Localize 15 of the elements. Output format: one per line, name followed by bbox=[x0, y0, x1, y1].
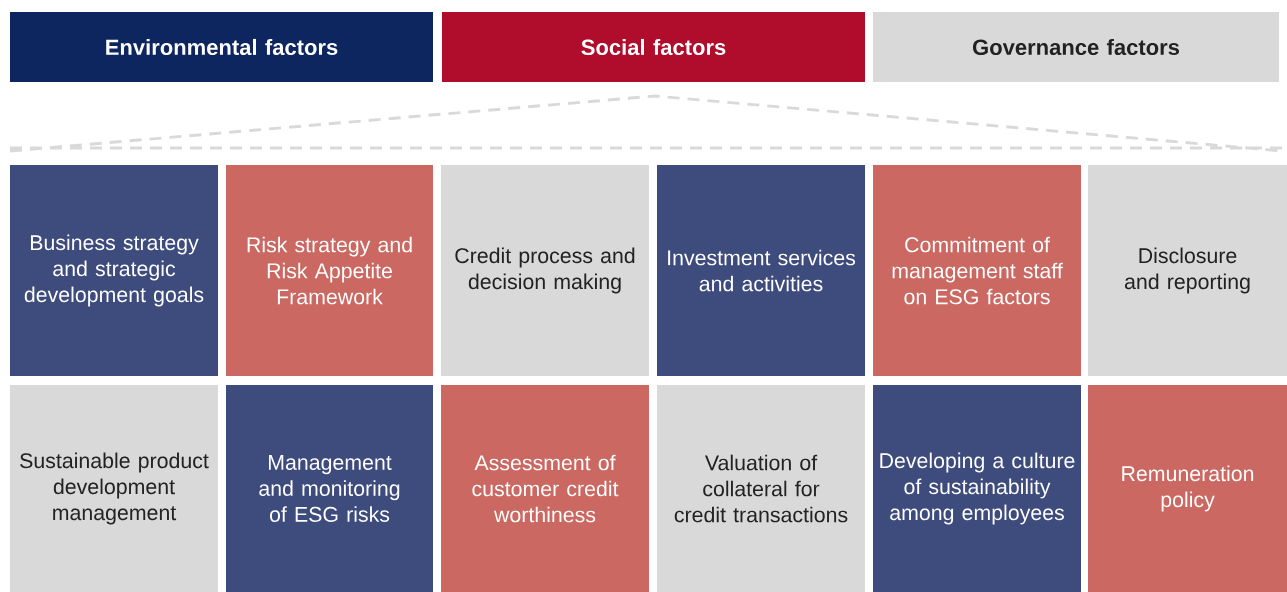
category-header: Environmental factors bbox=[10, 12, 433, 82]
topic-tile: Assessment of customer credit worthiness bbox=[441, 385, 649, 592]
topic-tile: Developing a culture of sustainability among employees bbox=[873, 385, 1081, 592]
topic-tile: Investment services and activities bbox=[657, 165, 865, 376]
topic-tile: Risk strategy and Risk Appetite Framework bbox=[226, 165, 433, 376]
category-header: Social factors bbox=[442, 12, 865, 82]
topic-tile: Management and monitoring of ESG risks bbox=[226, 385, 433, 592]
category-header: Governance factors bbox=[873, 12, 1279, 82]
topic-tile: Valuation of collateral for credit transactions bbox=[657, 385, 865, 592]
topic-tile: Commitment of management staff on ESG factors bbox=[873, 165, 1081, 376]
topic-tile: Business strategy and strategic development goals bbox=[10, 165, 218, 376]
topic-tile: Credit process and decision making bbox=[441, 165, 649, 376]
topic-tile: Remuneration policy bbox=[1088, 385, 1287, 592]
topic-tile: Disclosure and reporting bbox=[1088, 165, 1287, 376]
topic-tile: Sustainable product development management bbox=[10, 385, 218, 592]
